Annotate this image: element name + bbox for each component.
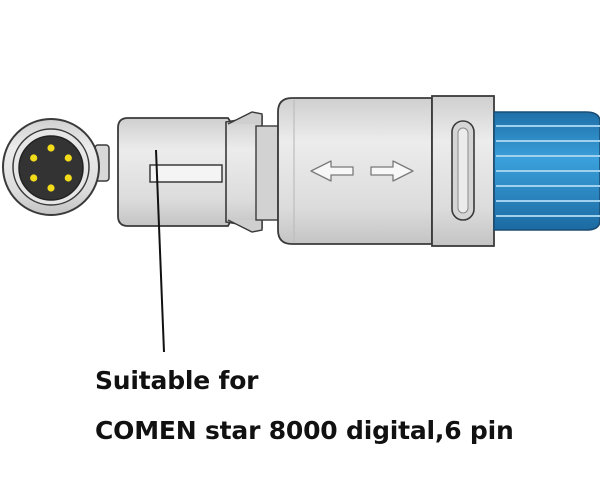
caption-line-2: COMEN star 8000 digital,6 pin bbox=[95, 416, 514, 445]
pin bbox=[64, 174, 72, 182]
pin bbox=[30, 154, 38, 162]
connector-housing bbox=[277, 97, 433, 245]
leader-line bbox=[155, 149, 165, 353]
strain-relief-boot bbox=[493, 111, 600, 231]
arrow-left-icon bbox=[310, 160, 354, 182]
pin-group bbox=[30, 144, 72, 192]
connector-sleeve bbox=[117, 117, 233, 227]
arrow-right-icon bbox=[370, 160, 414, 182]
pin bbox=[30, 174, 38, 182]
connector-collar bbox=[431, 95, 495, 247]
pin bbox=[47, 144, 55, 152]
connector-neck bbox=[225, 111, 279, 233]
caption-line-1: Suitable for bbox=[95, 366, 259, 395]
pin bbox=[47, 184, 55, 192]
connector-face-icon bbox=[2, 118, 110, 216]
pin bbox=[64, 154, 72, 162]
